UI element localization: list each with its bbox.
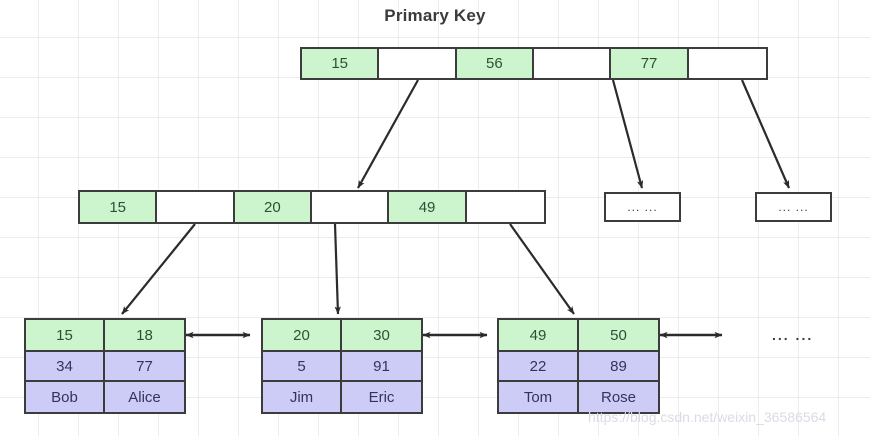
root-node[interactable]: 15 56 77 [300,47,768,80]
leaf-1-value-0[interactable]: 34 [26,352,105,380]
leaf-3-key-row: 49 50 [499,320,658,352]
leaf-node-1[interactable]: 15 18 34 77 Bob Alice [24,318,186,414]
leaf-3-key-0[interactable]: 49 [499,320,579,350]
leaf-2-value-row: 5 91 [263,352,421,382]
leaf-1-key-1[interactable]: 18 [105,320,184,350]
root-cell-pointer-3[interactable] [534,49,612,78]
leaf-3-key-1[interactable]: 50 [579,320,658,350]
leaf-1-name-0[interactable]: Bob [26,382,105,412]
edge-root-to-ellipsis-1 [611,79,644,189]
leaf-2-name-1[interactable]: Eric [342,382,421,412]
internal-cell-pointer-1[interactable] [157,192,235,222]
leaf-node-3[interactable]: 49 50 22 89 Tom Rose [497,318,660,414]
leaf-1-name-row: Bob Alice [26,382,184,412]
leaf-2-key-1[interactable]: 30 [342,320,421,350]
leaf-node-2[interactable]: 20 30 5 91 Jim Eric [261,318,423,414]
root-cell-pointer-5[interactable] [688,49,767,78]
leaf-2-value-0[interactable]: 5 [263,352,342,380]
ellipsis-node-1[interactable]: ... ... [604,192,681,222]
leaf-2-key-0[interactable]: 20 [263,320,342,350]
internal-cell-pointer-3[interactable] [312,192,390,222]
leaf-2-name-row: Jim Eric [263,382,421,412]
edge-internal-to-leaf-3 [509,223,575,315]
ellipsis-node-2[interactable]: ... ... [755,192,832,222]
page-title: Primary Key [384,6,486,25]
leaf-1-value-row: 34 77 [26,352,184,382]
root-cell-pointer-1[interactable] [379,49,457,78]
leaf-3-name-row: Tom Rose [499,382,658,412]
internal-cell-key-4[interactable]: 49 [389,192,467,222]
leaf-2-key-row: 20 30 [263,320,421,352]
internal-cell-key-2[interactable]: 20 [234,192,313,222]
leaf-3-value-row: 22 89 [499,352,658,382]
internal-node[interactable]: 15 20 49 [78,190,546,224]
internal-cell-pointer-5[interactable] [466,192,545,222]
edge-root-to-internal [357,79,419,189]
leaf-2-name-0[interactable]: Jim [263,382,342,412]
root-cell-key-0[interactable]: 15 [302,49,380,78]
edge-root-to-ellipsis-2 [740,79,791,189]
leaf-3-name-1[interactable]: Rose [579,382,658,412]
leaf-1-key-row: 15 18 [26,320,184,352]
edge-internal-to-leaf-1 [121,223,196,315]
leaf-1-value-1[interactable]: 77 [105,352,184,380]
watermark: https://blog.csdn.net/weixin_36586564 [588,409,827,425]
leaf-1-name-1[interactable]: Alice [105,382,184,412]
leaf-1-key-0[interactable]: 15 [26,320,105,350]
leaf-2-value-1[interactable]: 91 [342,352,421,380]
leaf-chain-ellipsis: ... ... [772,327,814,343]
root-cell-key-2[interactable]: 56 [456,49,535,78]
internal-cell-key-0[interactable]: 15 [80,192,158,222]
leaf-3-value-1[interactable]: 89 [579,352,658,380]
root-cell-key-4[interactable]: 77 [611,49,689,78]
edge-internal-to-leaf-2 [333,223,341,315]
leaf-3-name-0[interactable]: Tom [499,382,579,412]
leaf-3-value-0[interactable]: 22 [499,352,579,380]
